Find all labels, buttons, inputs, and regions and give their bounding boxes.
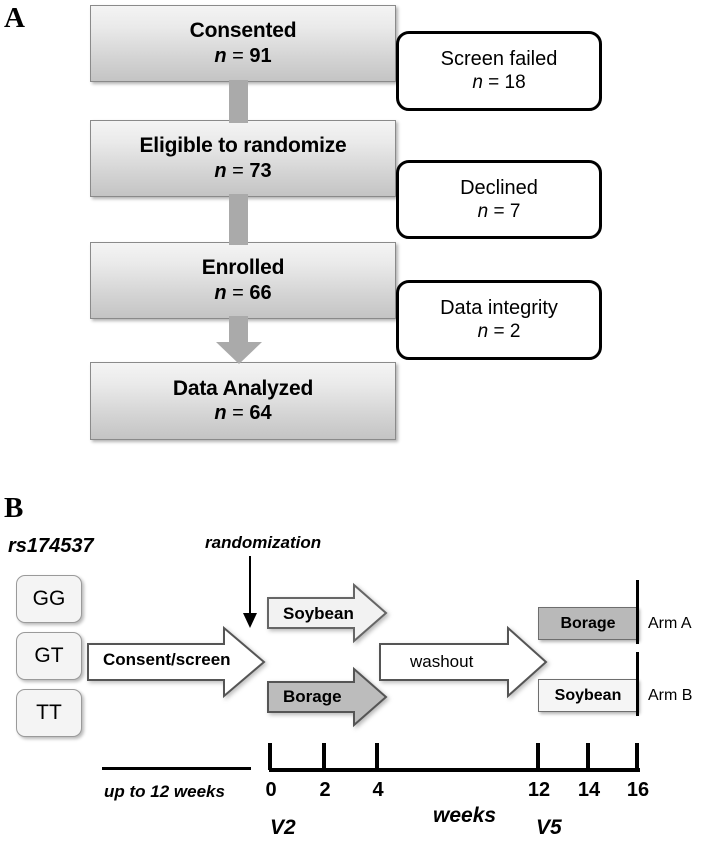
consent-screen-arrow-label: Consent/screen <box>103 650 231 669</box>
arm-a-end-bar <box>636 580 639 644</box>
flow-connector-arrowhead-icon <box>216 342 262 364</box>
visit-label-v2: V2 <box>270 816 296 839</box>
borage-period1-arrow <box>267 666 388 728</box>
timeline-tick-label-0: 0 <box>265 779 277 801</box>
exclusion-screen-failed-count: n = 18 <box>472 72 525 94</box>
n-value: 7 <box>509 200 521 222</box>
equals-symbol: = <box>488 321 510 343</box>
snp-label: rs174537 <box>8 535 94 557</box>
timeline-tick-label-16: 16 <box>626 779 650 801</box>
washout-arrow-label: washout <box>410 652 474 671</box>
timeline-tick-label-4: 4 <box>372 779 384 801</box>
n-symbol: n <box>214 44 227 67</box>
n-symbol: n <box>214 402 227 425</box>
flow-box-data-analyzed-title: Data Analyzed <box>172 376 314 400</box>
timeline-tick-week-16 <box>635 743 639 770</box>
arm-b-treatment-box: Soybean <box>538 679 638 712</box>
visit-label-v5: V5 <box>536 816 562 839</box>
panel-a-letter: A <box>4 2 25 34</box>
timeline-tick-week-2 <box>322 743 326 770</box>
n-value: 73 <box>249 159 272 182</box>
equals-symbol: = <box>482 72 505 94</box>
flow-box-consented-title: Consented <box>189 19 297 43</box>
arm-b-label: Arm B <box>648 687 693 704</box>
timeline-tick-week-4 <box>375 743 379 770</box>
exclusion-box-data-integrity: Data integrity n = 2 <box>396 280 602 360</box>
n-value: 66 <box>249 281 272 304</box>
n-symbol: n <box>214 281 227 304</box>
flow-box-enrolled-title: Enrolled <box>201 256 285 280</box>
flow-box-eligible-count: n = 73 <box>214 160 271 183</box>
n-value: 2 <box>509 321 521 343</box>
n-symbol: n <box>472 72 483 94</box>
flow-box-data-analyzed-count: n = 64 <box>214 402 271 425</box>
flow-box-consented-count: n = 91 <box>214 45 271 68</box>
timeline-tick-week-12 <box>536 743 540 770</box>
timeline-tick-label-2: 2 <box>319 779 331 801</box>
genotype-box-tt: TT <box>16 689 82 737</box>
randomization-arrow-icon <box>243 556 257 628</box>
timeline-axis-label: weeks <box>433 804 497 827</box>
soybean-period1-arrow-label: Soybean <box>283 604 354 623</box>
flow-box-data-analyzed: Data Analyzed n = 64 <box>90 362 396 440</box>
equals-symbol: = <box>226 402 250 425</box>
exclusion-data-integrity-title: Data integrity <box>440 297 558 320</box>
exclusion-declined-title: Declined <box>460 176 538 199</box>
borage-period1-arrow-label: Borage <box>283 687 342 706</box>
flow-box-eligible-title: Eligible to randomize <box>139 134 347 158</box>
flow-box-consented: Consented n = 91 <box>90 5 396 82</box>
arm-a-treatment-box: Borage <box>538 607 638 640</box>
washout-arrow <box>379 625 548 699</box>
exclusion-box-screen-failed: Screen failed n = 18 <box>396 31 602 111</box>
soybean-period1-arrow <box>267 582 388 644</box>
arm-b-end-bar <box>636 652 639 716</box>
n-value: 91 <box>249 44 272 67</box>
timeline-tick-week-14 <box>586 743 590 770</box>
equals-symbol: = <box>226 44 250 67</box>
consent-screen-arrow <box>87 625 266 699</box>
exclusion-screen-failed-title: Screen failed <box>440 48 558 71</box>
flow-connector-segment-3 <box>229 316 248 344</box>
n-value: 18 <box>504 72 526 94</box>
screening-period-label: up to 12 weeks <box>104 782 225 801</box>
timeline-axis <box>269 768 640 772</box>
n-value: 64 <box>249 402 272 425</box>
screening-period-line <box>102 767 251 770</box>
timeline-tick-week-0 <box>268 743 272 770</box>
exclusion-declined-count: n = 7 <box>478 201 521 223</box>
exclusion-box-declined: Declined n = 7 <box>396 160 602 239</box>
flow-box-enrolled-count: n = 66 <box>214 282 271 305</box>
timeline-tick-label-12: 12 <box>527 779 551 801</box>
n-symbol: n <box>214 159 227 182</box>
genotype-box-gt: GT <box>16 632 82 680</box>
equals-symbol: = <box>226 159 250 182</box>
arm-a-label: Arm A <box>648 615 692 632</box>
equals-symbol: = <box>226 281 250 304</box>
n-symbol: n <box>477 321 489 343</box>
panel-b-letter: B <box>4 492 24 524</box>
genotype-box-gg: GG <box>16 575 82 623</box>
timeline-tick-label-14: 14 <box>577 779 601 801</box>
exclusion-data-integrity-count: n = 2 <box>478 321 521 343</box>
flow-connector-segment-2 <box>229 194 248 245</box>
randomization-label: randomization <box>205 533 322 552</box>
n-symbol: n <box>477 200 489 222</box>
flow-box-eligible-to-randomize: Eligible to randomize n = 73 <box>90 120 396 197</box>
equals-symbol: = <box>488 200 510 222</box>
flow-box-enrolled: Enrolled n = 66 <box>90 242 396 319</box>
flow-connector-segment-1 <box>229 80 248 123</box>
